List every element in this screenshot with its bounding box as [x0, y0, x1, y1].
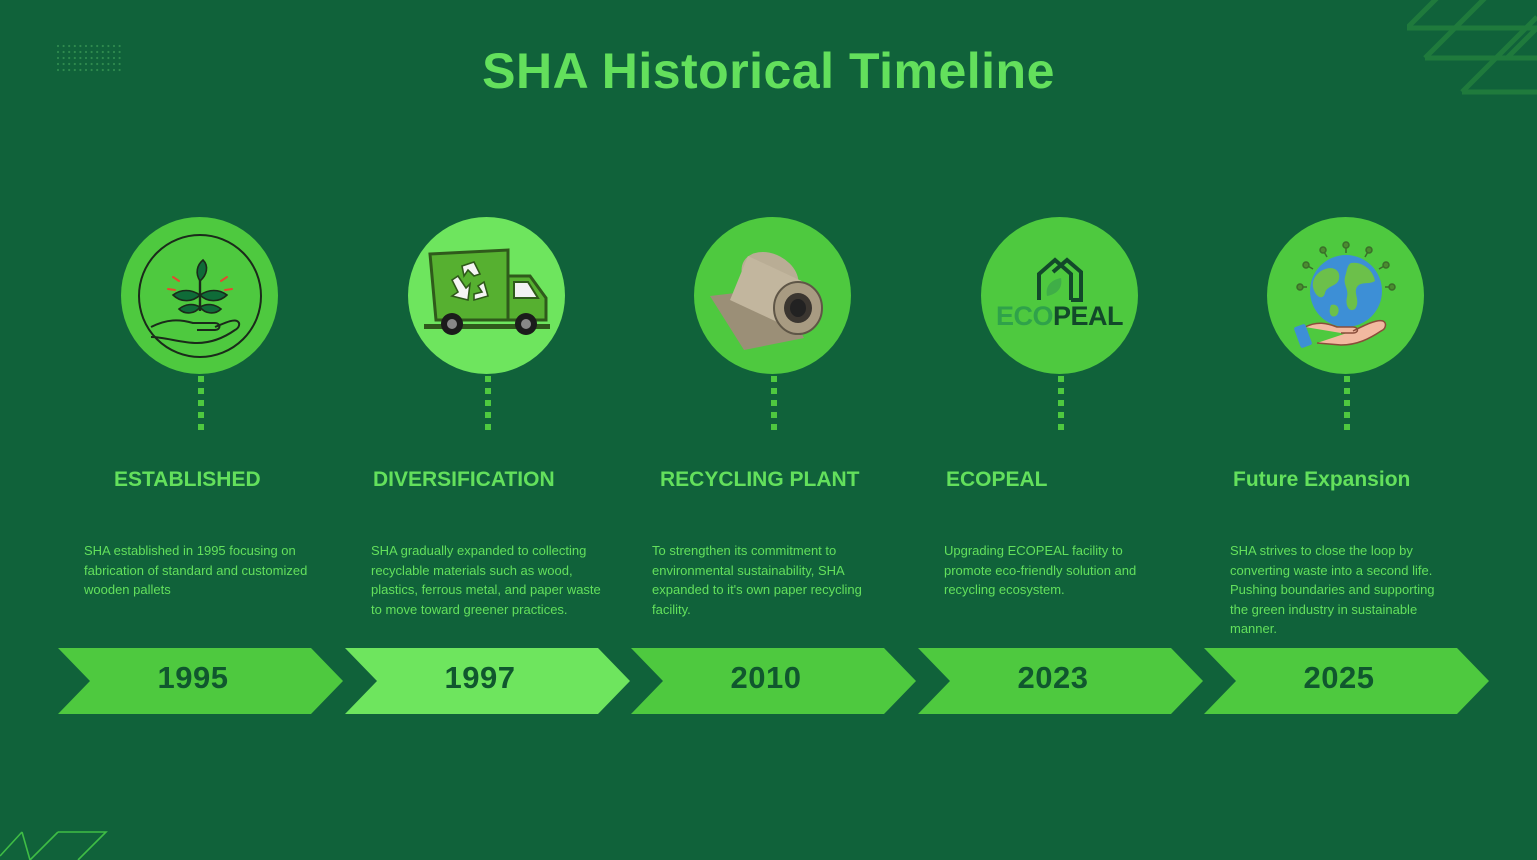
hand-holding-globe-icon: [1293, 240, 1396, 348]
recycling-truck-icon: [423, 247, 550, 335]
milestone-description: Upgrading ECOPEAL facility to promote ec…: [944, 543, 1137, 597]
milestone-circle: [694, 217, 851, 374]
milestone-circle: [408, 217, 565, 374]
dotted-connector: [1344, 376, 1350, 430]
milestone-2025: Future Expansion SHA strives to close th…: [1204, 0, 1491, 860]
milestone-description: SHA established in 1995 focusing on fabr…: [84, 543, 308, 597]
logo-text-peal: PEAL: [1053, 300, 1124, 331]
milestone-description: SHA gradually expanded to collecting rec…: [371, 543, 601, 617]
title: SHA Historical Timeline: [482, 43, 1055, 99]
year-arrow: [1204, 648, 1489, 714]
milestone-circle: [1267, 217, 1424, 374]
milestone-2023: ECOPEAL ECOPEAL Upgrading ECOPEAL facili…: [918, 0, 1205, 860]
dotted-connector: [1058, 376, 1064, 430]
milestone-1995: ESTABLISHED SHA established in 1995 focu…: [58, 0, 345, 860]
milestone-heading: ECOPEAL: [946, 468, 1048, 491]
milestone-description: SHA strives to close the loop by convert…: [1230, 543, 1435, 636]
year-arrow: [918, 648, 1203, 714]
year-arrow: [345, 648, 630, 714]
dotted-connector: [771, 376, 777, 430]
paper-roll-icon: [709, 251, 823, 350]
milestone-heading: ESTABLISHED: [114, 468, 261, 491]
milestone-year: 2023: [1017, 660, 1089, 695]
dotted-connector: [198, 376, 204, 430]
milestone-heading: Future Expansion: [1233, 468, 1411, 491]
milestone-heading: DIVERSIFICATION: [373, 468, 555, 491]
milestone-year: 2010: [730, 660, 802, 695]
bottom-lines-decoration: [0, 831, 108, 860]
milestone-description: To strengthen its commitment to environm…: [652, 543, 862, 617]
hand-holding-plant-icon: [137, 233, 262, 358]
logo-text-eco: ECO: [995, 300, 1054, 331]
corner-lines-decoration: [1407, 0, 1537, 95]
milestone-circle: ECOPEAL: [981, 217, 1138, 374]
milestone-year: 1997: [444, 660, 516, 695]
dotted-connector: [485, 376, 491, 430]
dot-grid-decoration: [56, 44, 121, 72]
ecopeal-logo: ECOPEAL: [995, 256, 1124, 331]
house-leaf-icon: [1036, 256, 1083, 302]
year-arrow: [631, 648, 916, 714]
milestone-year: 1995: [157, 660, 229, 695]
milestone-1997: DIVERSIFICATION SHA gradually expanded t…: [345, 0, 632, 860]
milestone-heading: RECYCLING PLANT: [660, 468, 860, 491]
milestone-2010: RECYCLING PLANT To strengthen its commit…: [631, 0, 918, 860]
year-arrow: [58, 648, 343, 714]
milestone-year: 2025: [1303, 660, 1375, 695]
milestone-circle: [121, 217, 278, 374]
